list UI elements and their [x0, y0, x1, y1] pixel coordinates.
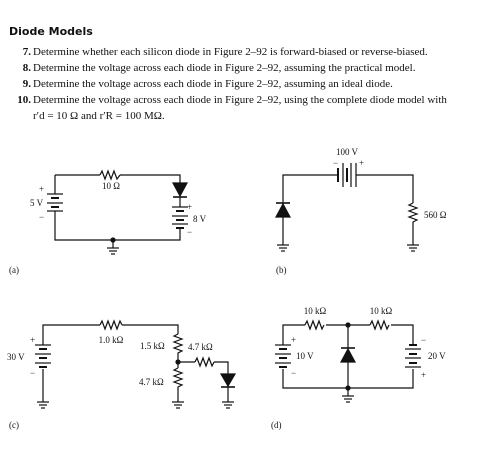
battery-icon — [35, 344, 51, 368]
figure-label-b: (b) — [276, 265, 287, 275]
problem-number: 10. — [17, 94, 31, 106]
figure-label-d: (d) — [271, 420, 282, 430]
circuit-c — [35, 319, 237, 409]
figure-label-c: (c) — [9, 420, 19, 430]
source-voltage-label: 100 V — [336, 147, 359, 157]
problem-7: 7. Determine whether each silicon diode … — [0, 44, 498, 60]
polarity-minus: − — [187, 227, 192, 237]
resistor-icon — [172, 367, 184, 390]
resistor-icon — [407, 202, 419, 225]
circuit-a — [47, 169, 189, 255]
junction-dot — [110, 237, 116, 243]
resistor-icon — [194, 356, 215, 368]
problem-text: Determine the voltage across each diode … — [33, 94, 447, 106]
source-voltage-label: 30 V — [7, 352, 25, 362]
figure-label-a: (a) — [9, 265, 19, 275]
problem-text: Determine the voltage across each diode … — [33, 62, 416, 74]
ground-icon — [107, 247, 119, 255]
wire — [42, 324, 179, 345]
resistor-icon — [172, 333, 184, 356]
polarity-plus: + — [39, 184, 44, 194]
polarity-plus: + — [421, 370, 426, 380]
polarity-plus: + — [30, 335, 35, 345]
resistor-icon — [99, 169, 121, 181]
problem-list: 7. Determine whether each silicon diode … — [0, 44, 498, 124]
wire — [282, 174, 414, 204]
problem-text-line2: r′d = 10 Ω and r′R = 100 MΩ. — [33, 110, 165, 122]
ground-icon — [277, 244, 289, 252]
diode-icon — [339, 347, 357, 363]
battery-icon — [47, 193, 63, 212]
battery-voltage-label: 8 V — [193, 214, 207, 224]
problem-number: 7. — [22, 46, 31, 58]
resistor-icon — [99, 319, 123, 331]
polarity-minus: − — [30, 368, 35, 378]
resistor-label: 4.7 kΩ — [188, 342, 213, 352]
diode-icon — [171, 182, 189, 198]
polarity-minus: − — [39, 212, 44, 222]
problem-10: 10. Determine the voltage across each di… — [0, 92, 498, 124]
ground-icon — [342, 395, 354, 403]
junction-dot — [345, 385, 351, 391]
problem-text: Determine the voltage across each diode … — [33, 78, 393, 90]
section-title: Diode Models — [9, 25, 93, 38]
ground-icon — [172, 401, 184, 409]
resistor-label: 10 kΩ — [304, 306, 327, 316]
resistor-label: 1.5 kΩ — [140, 341, 165, 351]
source-voltage-label: 10 V — [296, 351, 314, 361]
resistor-label: 10 kΩ — [370, 306, 393, 316]
polarity-minus: − — [421, 335, 426, 345]
battery-icon — [337, 163, 357, 187]
source-voltage-label: 20 V — [428, 351, 446, 361]
diode-icon — [219, 373, 237, 388]
problem-9: 9. Determine the voltage across each dio… — [0, 76, 498, 92]
resistor-label: 10 Ω — [102, 181, 120, 191]
ground-icon — [222, 401, 234, 409]
battery-icon — [405, 344, 421, 368]
junction-dot — [345, 322, 351, 328]
ground-icon — [37, 401, 49, 409]
circuit-b — [274, 163, 419, 252]
polarity-minus: − — [291, 368, 296, 378]
resistor-label: 560 Ω — [424, 210, 447, 220]
polarity-minus: − — [333, 158, 338, 168]
polarity-plus: + — [291, 335, 296, 345]
ground-icon — [407, 244, 419, 252]
wire — [55, 174, 181, 183]
battery-icon — [172, 206, 188, 232]
junction-dot — [175, 359, 181, 365]
resistor-label: 4.7 kΩ — [139, 377, 164, 387]
source-voltage-label: 5 V — [30, 198, 44, 208]
wire — [178, 361, 229, 374]
problem-text: Determine whether each silicon diode in … — [33, 46, 428, 58]
resistor-icon — [304, 319, 325, 331]
polarity-plus: + — [187, 202, 192, 212]
problem-number: 8. — [22, 62, 31, 74]
diode-icon — [274, 202, 292, 218]
polarity-plus: + — [359, 158, 364, 168]
resistor-label: 1.0 kΩ — [99, 335, 124, 345]
circuit-d — [275, 319, 421, 403]
problem-number: 9. — [22, 78, 31, 90]
problem-8: 8. Determine the voltage across each dio… — [0, 60, 498, 76]
wire — [54, 211, 181, 241]
resistor-icon — [369, 319, 390, 331]
battery-icon — [275, 344, 291, 368]
